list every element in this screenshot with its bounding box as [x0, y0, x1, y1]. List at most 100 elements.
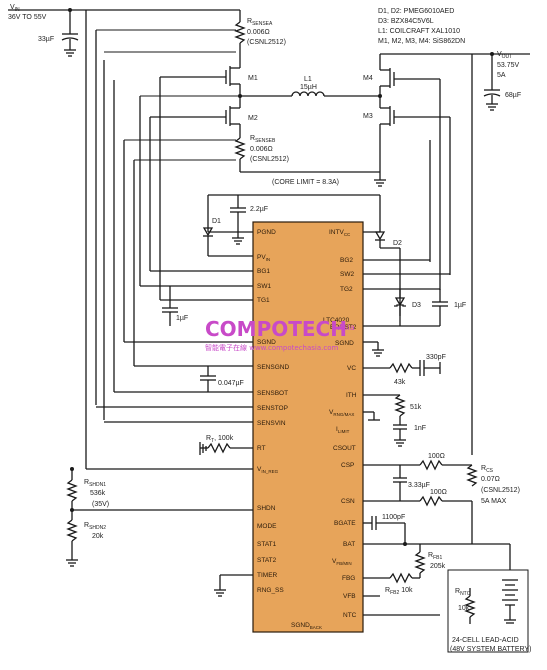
svg-text:ITH: ITH [346, 392, 357, 399]
svg-text:RT, 100k: RT, 100k [206, 435, 234, 444]
svg-text:(CSNL2512): (CSNL2512) [247, 39, 286, 46]
svg-text:53.75V: 53.75V [497, 62, 520, 69]
svg-text:M2: M2 [248, 115, 258, 122]
svg-text:VOUT: VOUT [497, 51, 512, 60]
svg-text:RSHDN1: RSHDN1 [84, 479, 106, 488]
svg-text:VRNG/MAX: VRNG/MAX [329, 409, 354, 417]
svg-text:20k: 20k [92, 533, 104, 540]
svg-text:SHDN: SHDN [257, 505, 276, 512]
svg-text:M4: M4 [363, 75, 373, 82]
mosfet-m4: M4 [363, 54, 440, 98]
svg-text:24-CELL LEAD-ACID: 24-CELL LEAD-ACID [452, 637, 519, 644]
svg-text:BAT: BAT [343, 541, 355, 548]
svg-text:1µF: 1µF [454, 302, 466, 309]
svg-text:CSP: CSP [341, 462, 354, 469]
svg-text:1µF: 1µF [176, 315, 188, 322]
svg-text:SW2: SW2 [340, 271, 354, 278]
svg-text:RFB2 10k: RFB2 10k [385, 587, 413, 596]
ic-right-pins: INTVCC BG2 SW2 TG2 BOOST2 SGND VC ITH VR… [291, 229, 357, 630]
svg-text:TG2: TG2 [340, 286, 353, 293]
svg-text:RCS: RCS [481, 465, 494, 474]
svg-text:RSHDN2: RSHDN2 [84, 522, 106, 531]
svg-text:100Ω: 100Ω [430, 489, 447, 496]
svg-text:0.006Ω: 0.006Ω [250, 146, 273, 153]
svg-text:5A: 5A [497, 72, 506, 79]
svg-text:1100pF: 1100pF [382, 514, 405, 521]
svg-text:RSENSEA: RSENSEA [247, 18, 273, 27]
svg-text:RFB1: RFB1 [428, 552, 442, 561]
svg-text:PGND: PGND [257, 229, 276, 236]
svg-text:SENSBOT: SENSBOT [257, 390, 288, 397]
svg-text:ILIMIT: ILIMIT [336, 426, 350, 434]
svg-text:NTC: NTC [343, 612, 357, 619]
watermark-sub: 智能電子在線 www.compotechasia.com [205, 343, 339, 352]
svg-text:INTVCC: INTVCC [329, 229, 351, 237]
svg-text:100Ω: 100Ω [428, 453, 445, 460]
svg-text:CSN: CSN [341, 498, 355, 505]
svg-text:FBG: FBG [342, 575, 355, 582]
svg-text:(CSNL2512): (CSNL2512) [481, 487, 520, 494]
rsense-a: RSENSEA 0.006Ω (CSNL2512) [96, 10, 286, 62]
svg-text:2.2µF: 2.2µF [250, 206, 268, 213]
svg-text:STAT2: STAT2 [257, 557, 277, 564]
power-ground: (CORE LIMIT = 8.3A) [272, 172, 386, 187]
svg-text:SGND: SGND [335, 340, 354, 347]
svg-text:D3: D3 [412, 302, 421, 309]
svg-text:VIN_REG: VIN_REG [257, 466, 279, 474]
svg-text:(35V): (35V) [92, 501, 109, 508]
svg-text:BGATE: BGATE [334, 520, 356, 527]
watermark-brand: COMPOTECH [205, 317, 347, 341]
svg-text:205k: 205k [430, 563, 446, 570]
svg-text:(CORE LIMIT = 8.3A): (CORE LIMIT = 8.3A) [272, 179, 339, 186]
svg-text:D1, D2: PMEG6010AED: D1, D2: PMEG6010AED [378, 8, 454, 15]
svg-text:M3: M3 [363, 113, 373, 120]
svg-text:RSENSEB: RSENSEB [250, 135, 276, 144]
svg-text:RT: RT [257, 445, 266, 452]
svg-text:68µF: 68µF [505, 92, 521, 99]
ic-part: LTC4020 [323, 317, 350, 324]
svg-text:5A MAX: 5A MAX [481, 498, 507, 505]
svg-text:51k: 51k [410, 404, 422, 411]
svg-text:(48V SYSTEM BATTERY): (48V SYSTEM BATTERY) [450, 646, 531, 653]
cin-label: 33µF [38, 36, 54, 43]
svg-text:VFB: VFB [343, 593, 356, 600]
svg-text:VC: VC [347, 365, 356, 372]
svg-text:BG2: BG2 [340, 257, 353, 264]
svg-text:L1: COILCRAFT XAL1010: L1: COILCRAFT XAL1010 [378, 28, 460, 35]
svg-text:0.07Ω: 0.07Ω [481, 476, 500, 483]
svg-text:536k: 536k [90, 490, 106, 497]
svg-text:(CSNL2512): (CSNL2512) [250, 156, 289, 163]
svg-text:MODE: MODE [257, 523, 277, 530]
input-capacitor: 33µF [38, 10, 79, 57]
svg-text:VFB/MIN: VFB/MIN [332, 558, 352, 566]
mosfet-m3: M3 [363, 96, 450, 172]
vin-range: 36V TO 55V [8, 14, 47, 21]
svg-text:15µH: 15µH [300, 84, 317, 91]
component-notes: D1, D2: PMEG6010AED D3: BZX84C5V6L L1: C… [378, 8, 465, 45]
svg-text:0.006Ω: 0.006Ω [247, 29, 270, 36]
svg-text:RNTC: RNTC [455, 588, 471, 597]
svg-text:D1: D1 [212, 218, 221, 225]
svg-text:M1, M2, M3, M4: SiS862DN: M1, M2, M3, M4: SiS862DN [378, 38, 465, 45]
vin-label: VIN [10, 4, 20, 13]
inductor-l1: L1 15µH [238, 76, 380, 98]
svg-text:SGND: SGND [257, 339, 276, 346]
svg-text:43k: 43k [394, 379, 406, 386]
rsense-b: RSENSEB 0.006Ω (CSNL2512) [124, 135, 380, 173]
svg-text:BOOST2: BOOST2 [330, 324, 357, 331]
svg-text:CSOUT: CSOUT [333, 445, 356, 452]
vin-node: VIN 36V TO 55V [8, 4, 240, 21]
mosfet-m2: M2 [150, 96, 258, 138]
svg-text:M1: M1 [248, 75, 258, 82]
svg-text:SGNDBACK: SGNDBACK [291, 622, 322, 630]
svg-text:1nF: 1nF [414, 425, 426, 432]
svg-text:0.047µF: 0.047µF [218, 380, 244, 387]
svg-text:D3: BZX84C5V6L: D3: BZX84C5V6L [378, 18, 434, 25]
svg-text:SENSVIN: SENSVIN [257, 420, 286, 427]
svg-text:330pF: 330pF [426, 354, 446, 361]
svg-text:RNG_SS: RNG_SS [257, 587, 284, 594]
svg-text:STAT1: STAT1 [257, 541, 277, 548]
svg-text:TIMER: TIMER [257, 572, 278, 579]
ic-left-pins: PGND PVIN BG1 SW1 TG1 SGND SENSGND SENSB… [257, 229, 289, 594]
